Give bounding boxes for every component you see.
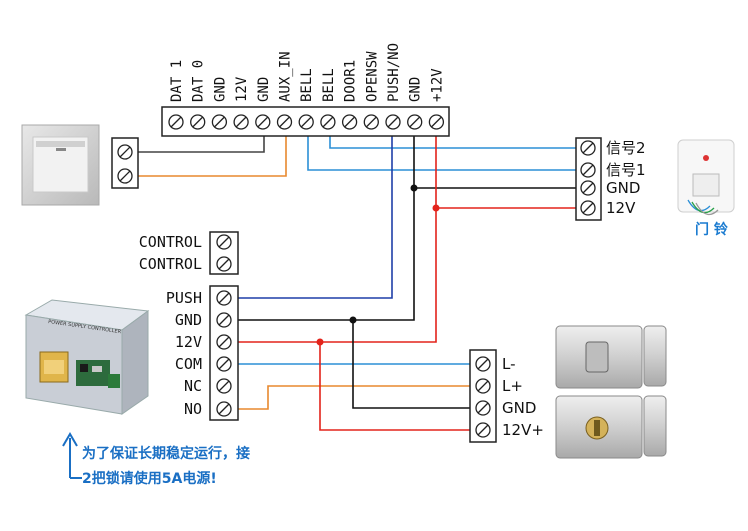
doorbell-terminal-screw xyxy=(580,180,596,196)
left-terminal-labels: CONTROL CONTROL PUSH GND 12V COM NC NO xyxy=(139,233,202,418)
top-terminal-screw xyxy=(168,114,184,130)
left-terminal-screw xyxy=(216,312,232,328)
left-terminal-screw xyxy=(216,356,232,372)
top-terminal-label: DAT 0 xyxy=(191,60,207,102)
top-terminal-label: AUX_IN xyxy=(278,51,294,102)
top-terminal-screw xyxy=(385,114,401,130)
left-terminal-screw xyxy=(216,401,232,417)
note-arrow xyxy=(62,432,82,479)
left-terminal-screw xyxy=(216,256,232,272)
top-terminal-screw xyxy=(407,114,423,130)
top-terminal-screw xyxy=(233,114,249,130)
top-terminal-label: BELL xyxy=(321,68,337,102)
doorbell-terminal-label: 信号1 xyxy=(606,161,646,179)
lock-terminal-label: 12V+ xyxy=(502,421,544,439)
note-line-2: 2把锁请使用5A电源! xyxy=(82,470,217,487)
lock-terminal-label: GND xyxy=(502,399,536,417)
lock-terminal-screw xyxy=(475,378,491,394)
top-terminal-screw xyxy=(428,114,445,130)
top-terminal-label: GND xyxy=(408,77,424,102)
doorbell-terminal-screw xyxy=(580,140,596,156)
lock-terminal-labels: L- L+ GND 12V+ xyxy=(502,355,544,439)
junction-dot xyxy=(316,338,324,346)
top-terminal-label: 12V xyxy=(234,76,250,102)
top-terminal-screw xyxy=(298,114,314,130)
top-terminal-screw xyxy=(276,114,293,130)
doorbell-terminal-label: 12V xyxy=(606,199,636,217)
left-terminal-screw xyxy=(216,334,232,350)
doorbell-terminal-screw xyxy=(580,200,596,216)
left-terminal-label: 12V xyxy=(175,333,202,351)
left-terminal-label: PUSH xyxy=(166,289,202,307)
electric-lock xyxy=(555,325,667,459)
doorbell-terminal-screw xyxy=(580,162,596,178)
left-terminal-screw xyxy=(216,290,232,306)
top-terminal-label: GND xyxy=(256,77,272,102)
top-terminal-label: DAT 1 xyxy=(169,60,185,102)
left-terminal-screw xyxy=(216,234,232,250)
doorbell-terminal-screws xyxy=(580,140,596,216)
wire-gnd-lock xyxy=(352,320,470,409)
doorbell-terminal-label: GND xyxy=(606,179,640,197)
top-terminal-label: +12V xyxy=(429,68,445,102)
junction-dot xyxy=(410,184,418,192)
wire-bell-signal1 xyxy=(307,122,576,171)
left-terminal-label: GND xyxy=(175,311,202,329)
junction-dot xyxy=(432,204,440,212)
doorbell-caption: 门 铃 xyxy=(695,221,728,238)
power-supply xyxy=(24,299,150,415)
wire-no xyxy=(236,385,470,410)
lock-terminal-label: L- xyxy=(502,355,516,373)
wire-gnd-left xyxy=(236,188,415,321)
lock-terminal-screw xyxy=(475,356,491,372)
top-terminal-screw xyxy=(341,114,358,130)
top-terminal-screw xyxy=(363,114,379,130)
top-terminal-screw xyxy=(320,114,336,130)
note-line-1: 为了保证长期稳定运行，接 xyxy=(82,445,250,462)
doorbell-terminal-label: 信号2 xyxy=(606,139,646,157)
left-terminal-screws xyxy=(216,234,232,417)
left-terminal-label: CONTROL xyxy=(139,233,202,251)
wire-12v-lock xyxy=(319,342,470,431)
left-terminal-label: NO xyxy=(184,400,202,418)
top-terminal-screw xyxy=(255,114,271,130)
left-terminal-screw xyxy=(216,378,232,394)
wire-push xyxy=(236,122,393,299)
top-terminal-label: PUSH/NO xyxy=(386,43,402,102)
top-terminal-label: GND xyxy=(212,77,228,102)
top-terminal-label: DOOR1 xyxy=(343,60,359,102)
top-terminal-screw xyxy=(211,114,228,130)
top-terminal-label: BELL xyxy=(299,68,315,102)
left-terminal-label: NC xyxy=(184,377,202,395)
left-terminal-label: CONTROL xyxy=(139,255,202,273)
wire-switch-aux xyxy=(138,122,287,177)
lock-terminal-screw xyxy=(475,400,491,416)
doorbell xyxy=(677,139,735,216)
left-terminal-label: COM xyxy=(175,355,202,373)
top-terminal-labels: DAT 1 DAT 0 GND 12V GND AUX_IN BELL BELL DOOR1 OP… xyxy=(169,43,445,102)
lock-terminal-label: L+ xyxy=(502,377,523,395)
wall-switch xyxy=(21,124,100,206)
lock-terminal-screws xyxy=(475,356,491,438)
wire-12v-doorbell xyxy=(435,122,576,209)
junction-dot xyxy=(349,316,357,324)
wire-12v-left xyxy=(236,208,437,343)
top-terminal-block xyxy=(161,106,450,137)
wires xyxy=(138,122,576,431)
switch-terminal-block xyxy=(111,137,139,189)
top-terminal-screw xyxy=(190,114,206,130)
top-terminal-label: OPENSW xyxy=(364,51,380,102)
lock-terminal-screw xyxy=(475,422,491,438)
